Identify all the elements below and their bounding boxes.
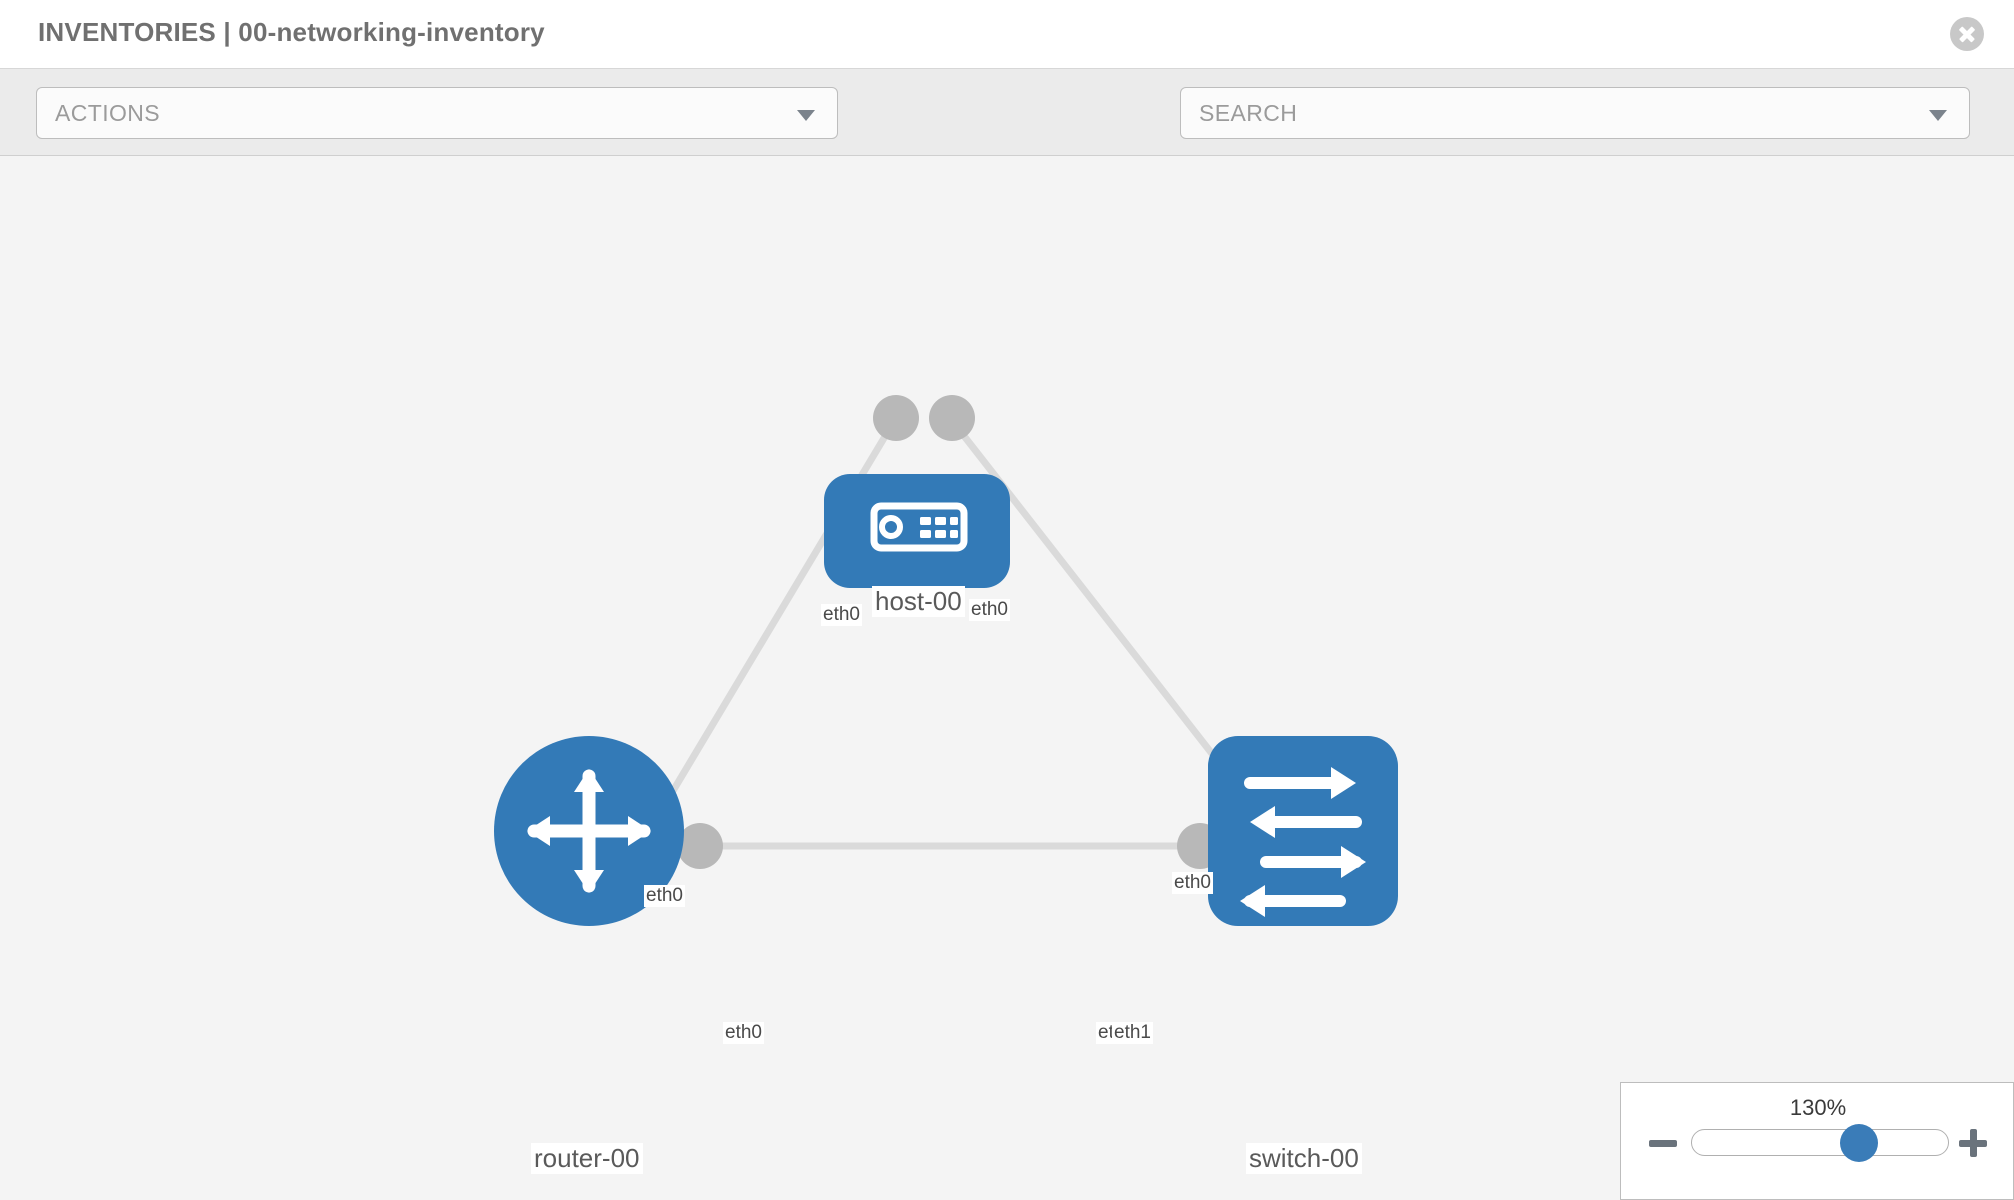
toolbar: ACTIONS SEARCH — [0, 69, 2014, 198]
endpoint-router-right — [677, 823, 723, 869]
zoom-in-button[interactable] — [1957, 1127, 1989, 1159]
zoom-slider-thumb[interactable] — [1840, 1124, 1878, 1162]
iface-label-switch-left-b: eth1 — [1112, 1022, 1153, 1044]
search-input[interactable]: SEARCH — [1180, 87, 1970, 139]
iface-label-switch-up: eth0 — [1172, 872, 1213, 894]
iface-label-router-up: eth0 — [644, 885, 685, 907]
iface-label-router-right: eth0 — [723, 1022, 764, 1044]
search-placeholder: SEARCH — [1199, 100, 1298, 126]
close-icon[interactable] — [1950, 17, 1984, 51]
node-label-router: router-00 — [531, 1143, 643, 1174]
iface-label-host-left: eth0 — [821, 604, 862, 626]
zoom-slider[interactable] — [1691, 1124, 1949, 1162]
plus-icon-vertical — [1969, 1129, 1977, 1157]
minus-icon — [1649, 1140, 1677, 1147]
node-router-00 — [494, 736, 684, 926]
node-switch-00 — [1208, 736, 1398, 926]
zoom-control-panel: 130% — [1620, 1082, 2014, 1200]
page-title: INVENTORIES | 00-networking-inventory — [38, 17, 545, 47]
node-host-00 — [824, 474, 1010, 588]
endpoint-host-right — [929, 395, 975, 441]
topology-graph — [494, 395, 1398, 926]
node-label-switch: switch-00 — [1246, 1143, 1362, 1174]
zoom-level-value: 130% — [1789, 1095, 1847, 1120]
actions-dropdown-label: ACTIONS — [55, 100, 161, 126]
chevron-down-icon — [1929, 110, 1947, 121]
page-header: INVENTORIES | 00-networking-inventory — [0, 0, 2014, 69]
chevron-down-icon — [797, 110, 815, 121]
endpoint-host-left — [873, 395, 919, 441]
iface-label-host-right: eth0 — [969, 599, 1010, 621]
node-label-host: host-00 — [872, 586, 965, 617]
topology-canvas[interactable]: host-00 router-00 switch-00 eth0 eth0 et… — [0, 156, 2014, 1200]
zoom-out-button[interactable] — [1647, 1127, 1679, 1159]
actions-dropdown[interactable]: ACTIONS — [36, 87, 838, 139]
